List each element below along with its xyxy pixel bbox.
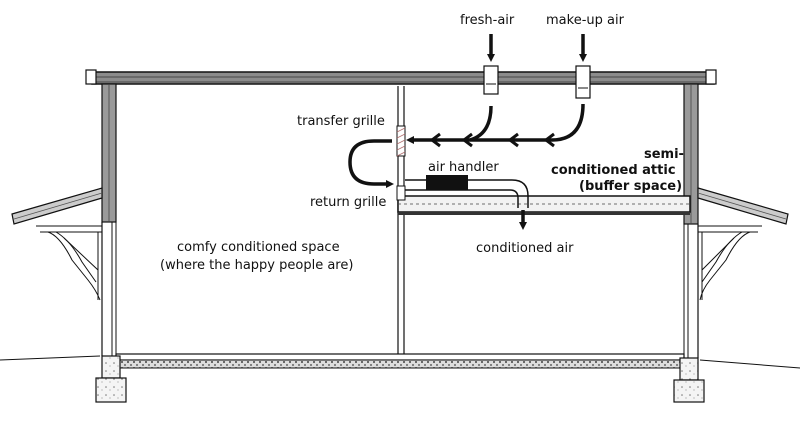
comfy-space-label-1: comfy conditioned space <box>177 240 340 255</box>
transfer-loop-arrow <box>348 139 394 188</box>
semi-conditioned-attic-label-2: conditioned attic <box>551 163 676 178</box>
ground-line <box>0 355 800 369</box>
air-handler-label: air handler <box>428 160 499 175</box>
return-grille-label: return grille <box>310 195 386 210</box>
transfer-grille-label: transfer grille <box>297 114 385 129</box>
transfer-grille-hatch <box>396 127 406 157</box>
roof <box>85 69 717 85</box>
left-exterior-wall <box>101 83 117 356</box>
make-up-air-label: make-up air <box>546 13 625 28</box>
semi-conditioned-attic-label-3: (buffer space) <box>579 179 682 194</box>
floor-slab <box>115 353 685 369</box>
left-porch-awning <box>11 187 103 301</box>
make-up-air-flow <box>406 103 585 144</box>
supply-duct <box>405 179 529 208</box>
airflow-arrows <box>348 34 587 230</box>
air-handler-unit <box>426 175 468 190</box>
make-up-air-vent <box>575 65 591 99</box>
right-footing <box>673 357 705 403</box>
semi-conditioned-attic-label-1: semi- <box>644 147 684 162</box>
fresh-air-flow <box>469 105 493 142</box>
fresh-air-label: fresh-air <box>460 13 515 28</box>
comfy-space-label-2: (where the happy people are) <box>160 258 353 273</box>
fresh-air-vent <box>483 65 499 95</box>
left-footing <box>95 355 127 403</box>
attic-floor-ceiling <box>397 195 691 215</box>
return-grille <box>396 185 406 201</box>
right-porch-awning <box>697 187 789 301</box>
flow-chevrons <box>429 132 555 148</box>
right-exterior-wall <box>683 83 699 358</box>
conditioned-air-label: conditioned air <box>476 241 574 256</box>
transfer-grille <box>396 125 406 157</box>
